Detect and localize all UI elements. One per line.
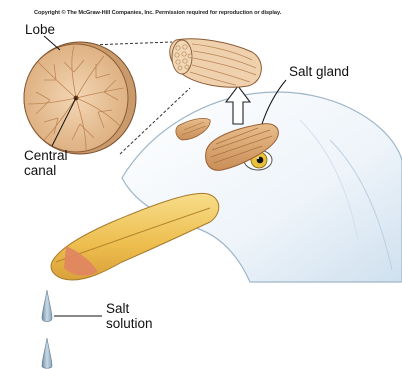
gland-section-enlarged — [170, 39, 262, 88]
label-salt: Salt — [106, 301, 129, 316]
lobe-leader — [44, 36, 60, 50]
label-salt-gland: Salt gland — [289, 64, 349, 79]
salt-droplet-lower — [42, 338, 52, 368]
label-central: Central — [24, 148, 68, 163]
label-lobe: Lobe — [25, 22, 55, 37]
gull-head — [122, 92, 402, 282]
gull-beak — [51, 193, 219, 280]
lobe-cross-section — [24, 42, 136, 154]
label-canal: canal — [24, 163, 56, 178]
salt-droplet-upper — [42, 290, 52, 322]
label-solution: solution — [106, 316, 153, 331]
